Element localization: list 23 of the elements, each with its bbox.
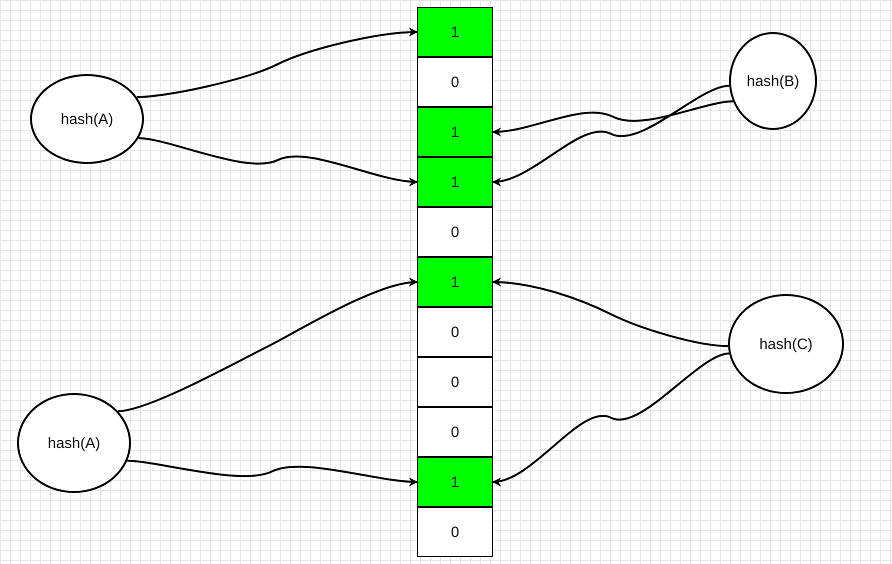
arrow (127, 460, 418, 486)
bit-cell: 0 (417, 407, 493, 457)
arrow (492, 352, 730, 486)
bit-cell: 0 (417, 207, 493, 257)
arrow (492, 100, 734, 136)
bit-cell: 0 (417, 307, 493, 357)
hash-ellipse: hash(A) (30, 74, 144, 164)
bit-cell: 1 (417, 457, 493, 507)
bit-cell: 1 (417, 7, 493, 57)
bit-cell: 1 (417, 157, 493, 207)
hash-ellipse: hash(B) (729, 32, 817, 130)
hash-ellipse: hash(A) (17, 393, 131, 493)
hash-ellipse: hash(C) (728, 294, 844, 394)
arrow (136, 28, 418, 98)
bit-cell: 0 (417, 507, 493, 557)
arrow (492, 84, 730, 186)
arrow (492, 278, 728, 348)
bit-cell: 1 (417, 257, 493, 307)
bit-cell: 1 (417, 107, 493, 157)
arrow (138, 137, 418, 186)
arrow (118, 278, 418, 412)
bit-cell: 0 (417, 357, 493, 407)
bit-cell: 0 (417, 57, 493, 107)
